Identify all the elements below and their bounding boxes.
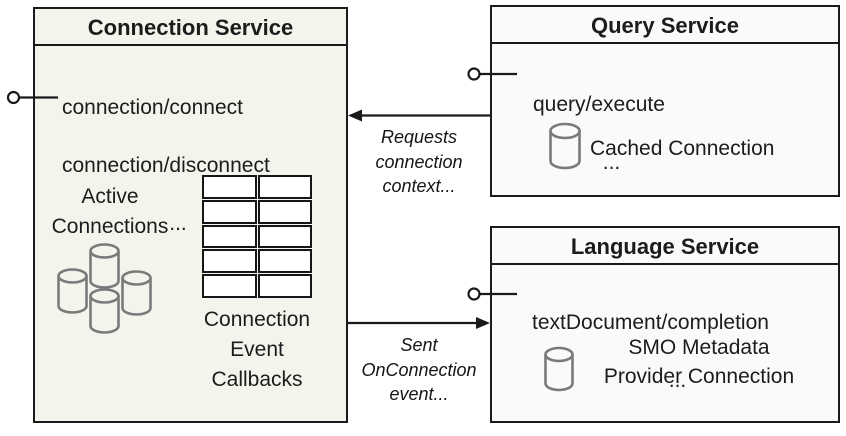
methods-ellipsis: ... <box>668 369 687 392</box>
connection-service-methods: connection/connect connection/disconnect… <box>62 64 294 267</box>
database-cylinder-icon <box>549 122 581 170</box>
database-cylinder-icon <box>544 346 574 392</box>
methods-ellipsis: ... <box>169 212 187 235</box>
requests-connection-context-label: Requests connection context... <box>375 127 463 196</box>
arrow-requests-connection-context <box>348 109 490 122</box>
language-service-box: Language Service <box>490 226 840 423</box>
active-connections-label: Active Connections <box>51 185 169 238</box>
cached-connection-label: Cached Connection <box>590 137 775 160</box>
method-connection-disconnect: connection/disconnect <box>62 154 270 177</box>
connection-event-callbacks-label: Connection Event Callbacks <box>203 308 311 391</box>
query-service-title: Query Service <box>492 7 838 44</box>
methods-ellipsis: ... <box>602 151 621 174</box>
arrow-sent-onconnection-event <box>348 317 490 329</box>
method-query-execute: query/execute <box>533 93 665 116</box>
sent-onconnection-event-label: Sent OnConnection event... <box>361 335 477 404</box>
method-textdocument-completion: textDocument/completion <box>532 311 769 334</box>
language-service-methods: textDocument/completion ... <box>532 279 823 424</box>
query-service-box: Query Service <box>490 5 840 197</box>
language-service-title: Language Service <box>492 228 838 265</box>
query-service-methods: query/execute ... <box>533 61 690 206</box>
database-cluster-icon <box>57 243 152 334</box>
table-grid-icon <box>202 175 312 298</box>
smo-metadata-provider-connection-label: SMO Metadata Provider Connection <box>603 336 795 388</box>
connection-service-title: Connection Service <box>35 9 346 46</box>
method-connection-connect: connection/connect <box>62 96 243 119</box>
